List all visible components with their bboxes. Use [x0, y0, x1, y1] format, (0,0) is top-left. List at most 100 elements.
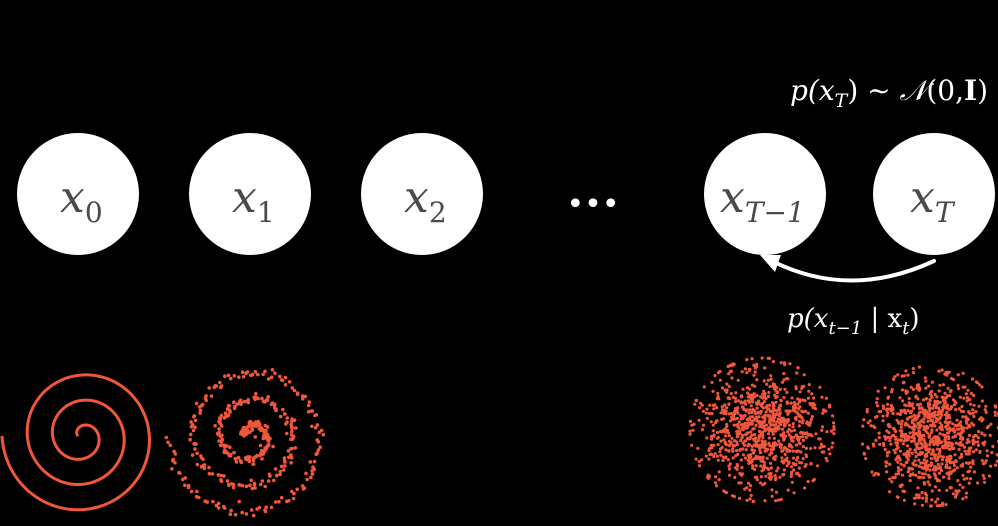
- sample-point: [962, 396, 966, 400]
- sample-point: [931, 406, 935, 410]
- sample-spiral-clean: [0, 373, 152, 512]
- sample-point: [740, 394, 744, 398]
- sample-point: [315, 423, 320, 427]
- sample-point: [773, 383, 777, 387]
- sample-point: [984, 410, 988, 414]
- sample-point: [924, 379, 928, 383]
- sample-point: [310, 409, 315, 413]
- sample-point: [712, 454, 716, 459]
- sample-point: [973, 433, 977, 437]
- sample-point: [909, 403, 913, 407]
- sample-point: [766, 414, 770, 418]
- sample-point: [745, 371, 749, 375]
- sample-point: [945, 431, 950, 435]
- sample-point: [961, 410, 966, 414]
- sample-point: [892, 448, 896, 452]
- sample-point: [243, 425, 247, 430]
- sample-point: [729, 441, 733, 445]
- sample-point: [894, 458, 898, 462]
- sample-point: [749, 430, 753, 434]
- sample-point: [767, 436, 771, 440]
- sample-point: [928, 441, 933, 445]
- sample-point: [754, 464, 758, 468]
- sample-point: [957, 489, 961, 493]
- sample-point: [722, 438, 726, 442]
- sample-point: [940, 413, 944, 417]
- sample-point: [888, 438, 892, 443]
- sample-point: [245, 370, 250, 374]
- sample-point: [948, 466, 952, 470]
- sample-point: [945, 403, 950, 407]
- sample-point: [781, 473, 786, 477]
- sample-point: [953, 399, 957, 403]
- sample-point: [951, 435, 955, 439]
- sample-point: [183, 483, 187, 488]
- sample-point: [227, 404, 232, 408]
- sample-point: [916, 421, 920, 425]
- sample-point: [875, 397, 879, 401]
- sample-point: [778, 445, 783, 449]
- sample-point: [938, 432, 942, 436]
- sample-point: [751, 415, 755, 419]
- sample-point: [734, 396, 738, 400]
- sample-point: [724, 434, 728, 438]
- sample-point: [932, 435, 936, 439]
- sample-point: [749, 421, 753, 426]
- reverse-arrow: [760, 255, 936, 283]
- sample-point: [804, 435, 808, 440]
- sample-point: [178, 471, 182, 475]
- sample-point: [941, 395, 945, 399]
- sample-point: [759, 475, 764, 479]
- sample-point: [717, 470, 721, 474]
- sample-point: [956, 432, 960, 436]
- sample-point: [924, 499, 928, 503]
- node-x0-label: x0: [60, 172, 103, 229]
- sample-point: [924, 447, 928, 451]
- sample-point: [978, 450, 982, 454]
- sample-point: [797, 466, 802, 470]
- sample-point: [746, 424, 750, 428]
- sample-point: [960, 431, 964, 435]
- sample-point: [800, 386, 804, 390]
- sample-point: [800, 421, 804, 425]
- sample-point: [724, 443, 729, 447]
- sample-point: [743, 413, 747, 418]
- sample-point: [896, 495, 900, 499]
- sample-point: [193, 447, 197, 451]
- sample-point: [948, 416, 952, 420]
- sample-point: [896, 373, 900, 377]
- sample-point: [757, 402, 762, 406]
- sample-point: [967, 452, 971, 456]
- sample-point: [933, 456, 937, 460]
- sample-point: [758, 450, 762, 454]
- sample-point: [753, 467, 757, 471]
- sample-point: [308, 460, 313, 464]
- sample-point: [770, 488, 774, 492]
- sample-point: [933, 410, 937, 414]
- sample-point: [771, 407, 776, 411]
- sample-point: [911, 461, 915, 465]
- sample-point: [279, 378, 284, 382]
- sample-point: [775, 443, 779, 447]
- sample-point: [933, 485, 938, 489]
- sample-point: [949, 376, 954, 381]
- sample-point: [251, 513, 256, 518]
- sample-point: [976, 481, 980, 485]
- sample-point: [194, 401, 199, 406]
- sample-point: [872, 473, 876, 477]
- sample-point: [753, 366, 758, 370]
- sample-point: [959, 440, 963, 445]
- sample-point: [908, 447, 912, 451]
- sample-point: [953, 434, 958, 438]
- sample-point: [937, 471, 942, 475]
- sample-point: [739, 438, 743, 443]
- sample-point: [883, 386, 887, 390]
- sample-point: [270, 368, 275, 372]
- sample-point: [714, 421, 718, 425]
- sample-point: [794, 415, 798, 419]
- sample-point: [941, 383, 946, 387]
- sample-point: [312, 459, 317, 464]
- sample-point: [968, 424, 972, 428]
- sample-point: [725, 406, 729, 410]
- sample-point: [763, 366, 767, 370]
